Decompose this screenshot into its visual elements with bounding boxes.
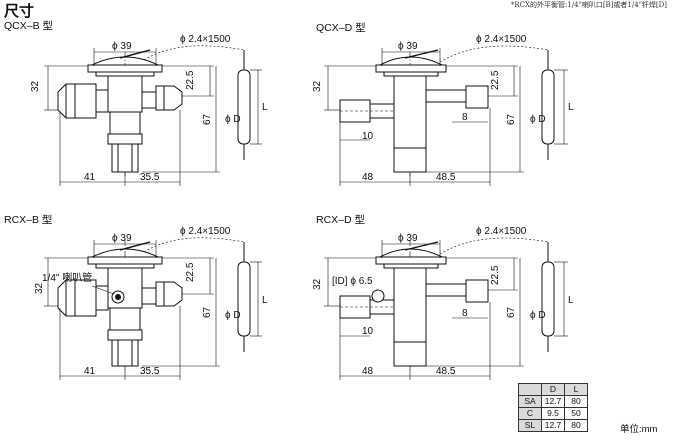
qcx-b-dim-22-5: 22.5 (185, 70, 196, 90)
top-note: *RCX的外平衡管:1/4"喇叭口[B]或者1/4"钎焊[D] (510, 1, 667, 9)
rcx-d-dim-67: 67 (506, 306, 517, 318)
table-row: C 9.5 50 (518, 407, 588, 420)
rcx-d-dim-39: ϕ 39 (398, 233, 418, 244)
qcx-b-dim-39: ϕ 39 (112, 41, 132, 52)
table-row: SA 12.7 80 (518, 395, 588, 408)
qcx-b-dim-capillary: ϕ 2.4×1500 (180, 34, 231, 45)
qcx-d-dim-32: 32 (312, 80, 323, 92)
rcx-d-dim-L: L (568, 295, 574, 306)
qcx-d-dim-D: ϕ D (530, 114, 546, 125)
table-cell: 9.5 (541, 407, 565, 420)
qcx-d-dim-capillary: ϕ 2.4×1500 (476, 34, 527, 45)
table-cell: 50 (564, 407, 588, 420)
rcx-b-dim-32: 32 (34, 282, 45, 294)
model-label-qcx-d: QCX–D 型 (316, 22, 366, 34)
qcx-d-dim-8: 8 (462, 112, 468, 123)
rcx-d-dim-10: 10 (362, 326, 374, 337)
rcx-d-id-label: [ID] ϕ 6.5 (332, 276, 373, 287)
rcx-d-dim-48-5: 48.5 (436, 366, 456, 377)
table-cell: 80 (564, 395, 588, 408)
rcx-b-dim-capillary: ϕ 2.4×1500 (180, 226, 231, 237)
qcx-b-dim-D: ϕ D (225, 114, 241, 125)
rcx-b-dim-39: ϕ 39 (112, 233, 132, 244)
qcx-b-dim-L: L (262, 102, 268, 113)
table-cell: SA (518, 395, 542, 408)
qcx-d-dim-48-5: 48.5 (436, 172, 456, 183)
qcx-b-dim-41: 41 (84, 172, 96, 183)
table-header-row: D L (518, 383, 588, 396)
model-label-qcx-b: QCX–B 型 (4, 20, 54, 32)
page-title: 尺寸 (4, 3, 35, 20)
qcx-d-dim-10: 10 (362, 131, 374, 142)
rcx-b-flare-label: 1/4" 喇叭管 (42, 271, 92, 284)
bulb-dimension-table: D L SA 12.7 80 C 9.5 50 SL 12.7 80 (518, 383, 588, 432)
table-cell: 12.7 (541, 419, 565, 432)
rcx-b-dim-67: 67 (202, 306, 213, 318)
qcx-b-dim-32: 32 (30, 80, 41, 92)
rcx-b-dim-D: ϕ D (225, 310, 241, 321)
qcx-d-dim-22-5: 22.5 (490, 70, 501, 90)
rcx-b-dim-22-5: 22.5 (185, 262, 196, 282)
model-label-rcx-d: RCX–D 型 (316, 214, 366, 226)
rcx-d-dim-D: ϕ D (530, 310, 546, 321)
rcx-d-dim-22-5: 22.5 (490, 265, 501, 285)
table-cell: 80 (564, 419, 588, 432)
table-header-cell (518, 383, 542, 396)
table-header-cell: D (541, 383, 565, 396)
rcx-d-dim-48: 48 (362, 366, 374, 377)
rcx-b-dim-L: L (262, 295, 268, 306)
rcx-d-dim-capillary: ϕ 2.4×1500 (476, 226, 527, 237)
qcx-d-dim-48: 48 (362, 172, 374, 183)
rcx-b-dim-41: 41 (84, 366, 96, 377)
qcx-d-dim-L: L (568, 102, 574, 113)
qcx-d-dim-67: 67 (506, 113, 517, 125)
rcx-b-dim-35-5: 35.5 (140, 366, 160, 377)
qcx-b-dim-67: 67 (202, 113, 213, 125)
model-label-rcx-b: RCX–B 型 (4, 214, 53, 226)
rcx-d-dim-8: 8 (462, 308, 468, 319)
table-cell: SL (518, 419, 542, 432)
table-cell: 12.7 (541, 395, 565, 408)
qcx-b-dim-35-5: 35.5 (140, 172, 160, 183)
table-cell: C (518, 407, 542, 420)
table-row: SL 12.7 80 (518, 419, 588, 432)
table-header-cell: L (564, 383, 588, 396)
unit-label: 单位:mm (620, 424, 658, 435)
rcx-d-dim-32: 32 (312, 278, 323, 290)
qcx-d-dim-39: ϕ 39 (398, 41, 418, 52)
